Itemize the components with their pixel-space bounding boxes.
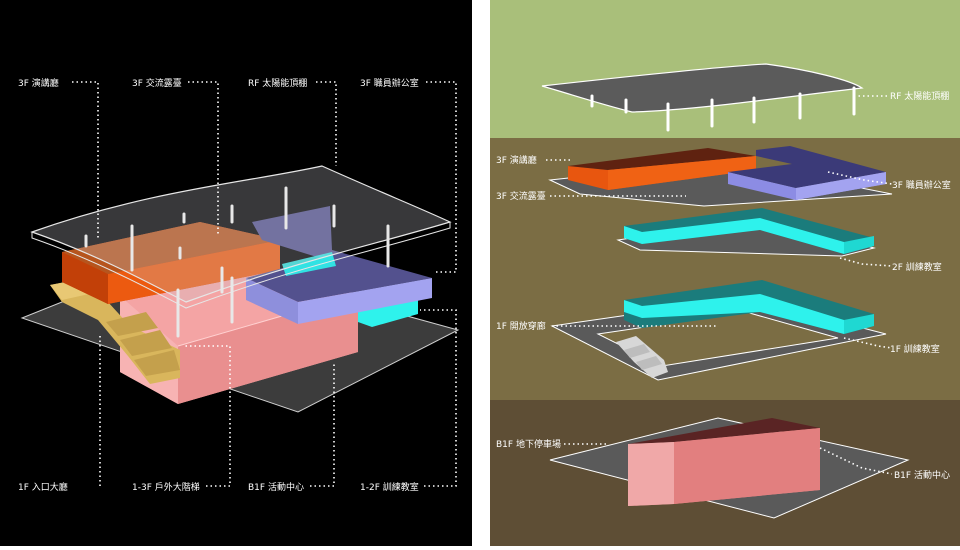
right-exploded-drawing: RF 太陽能頂棚 3F 演講廳 3F 交流露臺 3F 職員辦公室 2F 訓練教室	[490, 0, 960, 546]
canopy-columns	[84, 186, 390, 338]
label-3f-lecture-hall: 3F 演講廳	[18, 77, 59, 89]
label-b1f-parking: B1F 地下停車場	[496, 438, 561, 450]
exploded-level-2: 2F 訓練教室	[616, 208, 942, 273]
label-b1f-activity-right: B1F 活動中心	[894, 469, 950, 481]
leader-lines-top	[72, 81, 457, 487]
left-axonometric-drawing: 3F 演講廳 3F 交流露臺 RF 太陽能頂棚 3F 職員辦公室 1F 入口大廳…	[18, 77, 460, 493]
label-3f-office-right: 3F 職員辦公室	[892, 179, 951, 191]
label-1f-lobby: 1F 入口大廳	[18, 481, 68, 493]
label-3f-terrace-right: 3F 交流露臺	[496, 190, 546, 202]
exploded-level-1: 1F 開放穿廊 1F 訓練教室	[496, 280, 940, 381]
label-1f-training-right: 1F 訓練教室	[890, 343, 940, 355]
label-b1f-activity: B1F 活動中心	[248, 481, 304, 493]
exploded-roof: RF 太陽能頂棚	[541, 63, 949, 132]
solar-roof-canopy	[30, 165, 452, 309]
lecture-hall-block	[62, 222, 280, 304]
label-3f-lecture-hall-right: 3F 演講廳	[496, 154, 537, 166]
label-rf-solar-roof-right: RF 太陽能頂棚	[890, 90, 949, 102]
label-1f-open-corridor: 1F 開放穿廊	[496, 320, 546, 332]
label-1-2f-training: 1-2F 訓練教室	[360, 481, 419, 493]
exploded-level-3: 3F 演講廳 3F 交流露臺 3F 職員辦公室	[496, 146, 951, 207]
label-3f-office: 3F 職員辦公室	[360, 77, 419, 89]
office-block	[246, 206, 432, 324]
left-axonometric-panel: 3F 演講廳 3F 交流露臺 RF 太陽能頂棚 3F 職員辦公室 1F 入口大廳…	[0, 0, 472, 546]
label-2f-training-right: 2F 訓練教室	[892, 261, 942, 273]
exploded-basement: B1F 地下停車場 B1F 活動中心	[496, 417, 950, 519]
right-exploded-panel: RF 太陽能頂棚 3F 演講廳 3F 交流露臺 3F 職員辦公室 2F 訓練教室	[490, 0, 960, 546]
label-3f-terrace: 3F 交流露臺	[132, 77, 182, 89]
label-rf-solar-roof: RF 太陽能頂棚	[248, 77, 307, 89]
label-outdoor-stair: 1-3F 戶外大階梯	[132, 481, 200, 493]
